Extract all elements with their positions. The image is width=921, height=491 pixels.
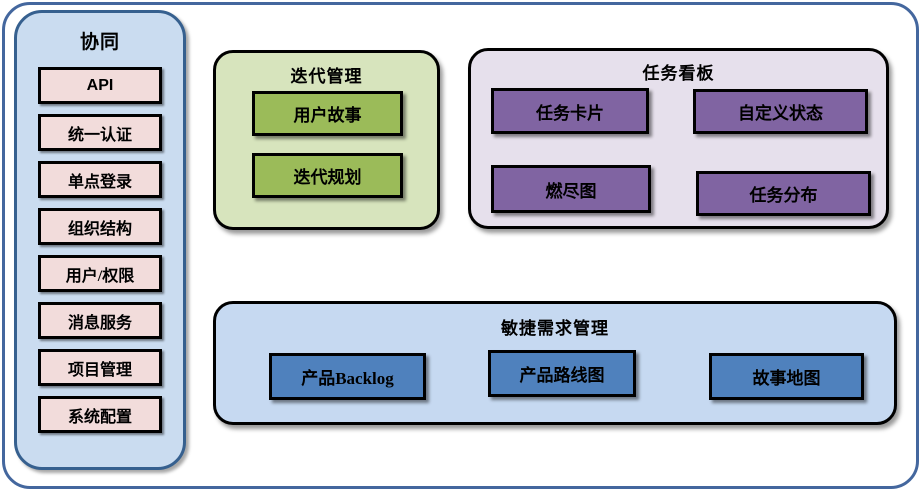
custom-status-box: 自定义状态 xyxy=(693,89,868,134)
sidebar-item-message-service: 消息服务 xyxy=(38,302,162,339)
user-story-box: 用户故事 xyxy=(252,91,403,136)
task-card-box: 任务卡片 xyxy=(491,88,649,134)
sidebar-item-unified-auth: 统一认证 xyxy=(38,114,162,151)
product-backlog-box: 产品Backlog xyxy=(269,353,426,400)
task-board-panel: 任务看板 任务卡片 自定义状态 燃尽图 任务分布 xyxy=(468,48,889,229)
sidebar-item-api: API xyxy=(38,67,162,104)
sidebar-item-user-permissions: 用户/权限 xyxy=(38,255,162,292)
sidebar-item-project-management: 项目管理 xyxy=(38,349,162,386)
agile-requirements-panel: 敏捷需求管理 产品Backlog 产品路线图 故事地图 xyxy=(213,301,897,425)
sidebar-item-single-sign-on: 单点登录 xyxy=(38,161,162,198)
product-roadmap-box: 产品路线图 xyxy=(488,350,636,397)
iteration-management-panel: 迭代管理 用户故事 迭代规划 xyxy=(213,50,440,230)
story-map-box: 故事地图 xyxy=(709,353,864,400)
sidebar-item-org-structure: 组织结构 xyxy=(38,208,162,245)
sidebar-item-system-config: 系统配置 xyxy=(38,396,162,433)
collaboration-panel: 协同 API 统一认证 单点登录 组织结构 用户/权限 消息服务 项目管理 系统… xyxy=(14,10,186,470)
agile-requirements-title: 敏捷需求管理 xyxy=(501,319,609,338)
burndown-chart-box: 燃尽图 xyxy=(491,165,651,213)
iteration-management-title: 迭代管理 xyxy=(290,67,363,86)
task-board-title: 任务看板 xyxy=(642,64,715,83)
collaboration-item-list: API 统一认证 单点登录 组织结构 用户/权限 消息服务 项目管理 系统配置 xyxy=(17,67,183,433)
iteration-planning-box: 迭代规划 xyxy=(252,153,403,198)
collaboration-panel-title: 协同 xyxy=(79,32,120,53)
task-distribution-box: 任务分布 xyxy=(696,171,871,216)
